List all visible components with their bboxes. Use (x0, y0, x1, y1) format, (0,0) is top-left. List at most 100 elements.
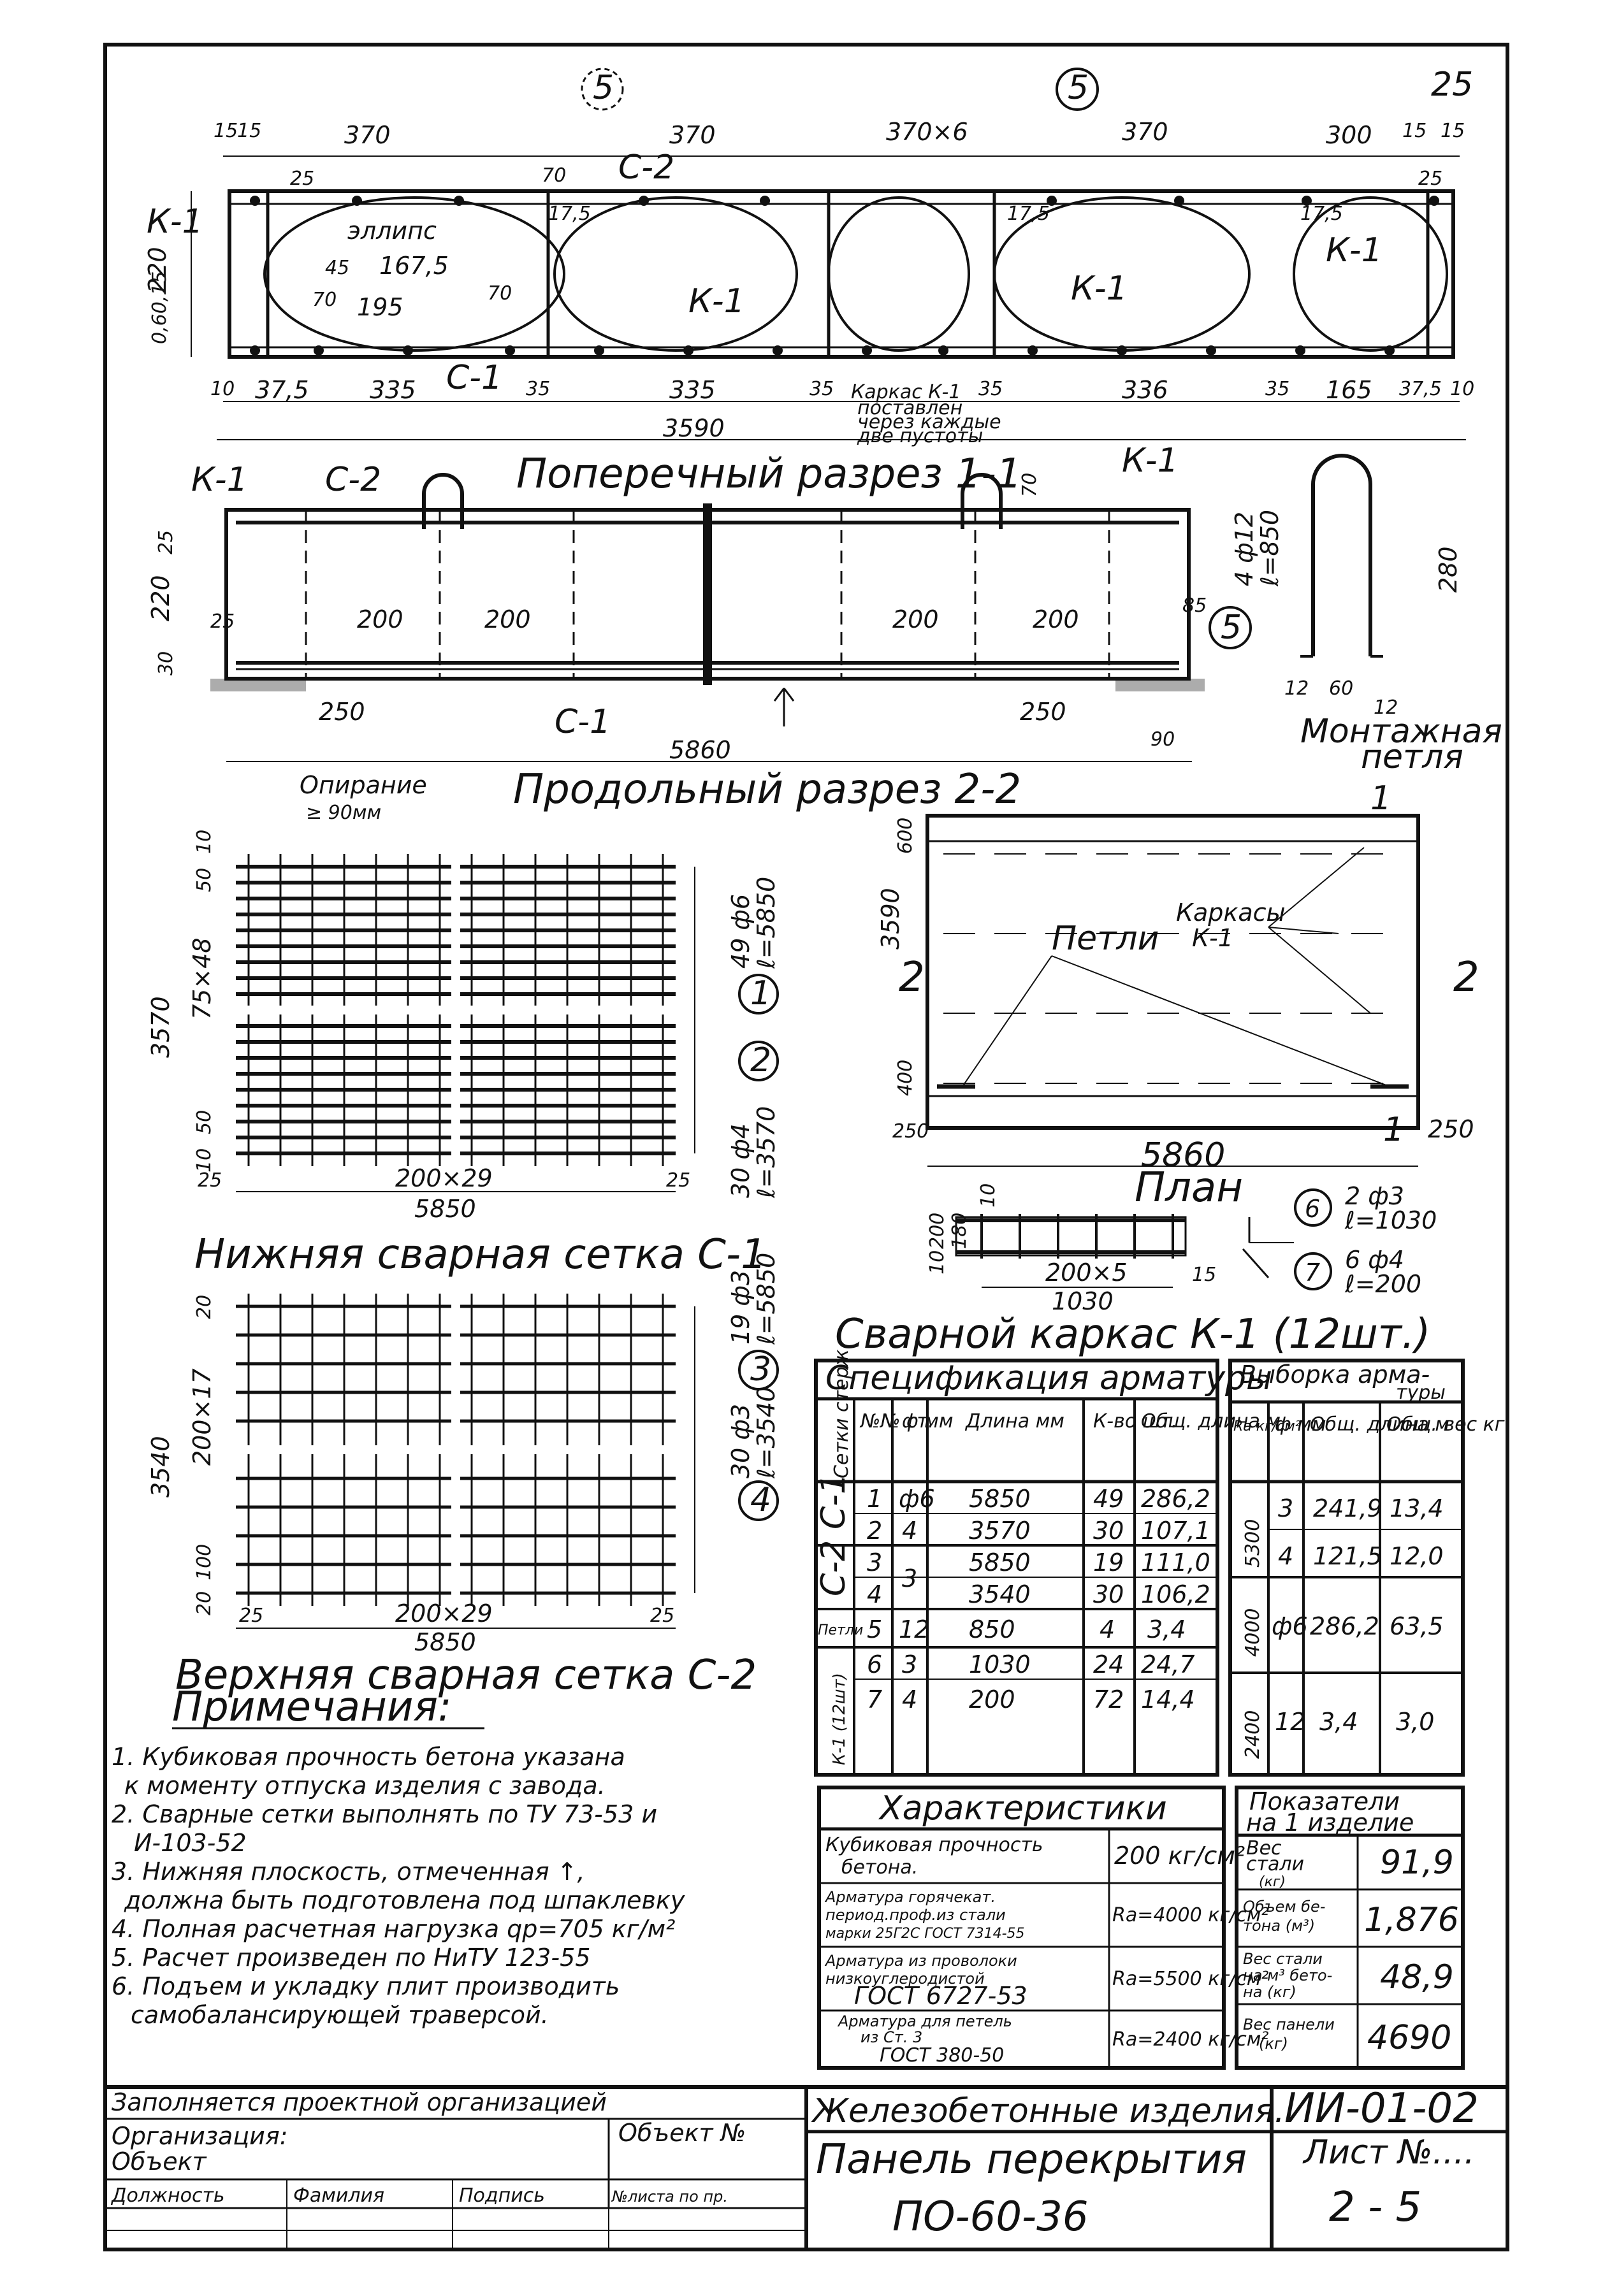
svg-text:С-1: С-1 (815, 1473, 853, 1529)
svg-text:37,5: 37,5 (1399, 378, 1442, 400)
cross-section-outline (228, 189, 1455, 359)
svg-text:370: 370 (344, 121, 391, 149)
svg-text:370: 370 (669, 121, 716, 149)
svg-text:К-1: К-1 (1122, 442, 1179, 480)
svg-text:3: 3 (1278, 1494, 1293, 1522)
series-code: ИИ-01-02 (1284, 2085, 1479, 2132)
svg-text:Лист №....: Лист №.... (1302, 2134, 1475, 2172)
svg-text:2: 2 (1453, 954, 1479, 1001)
svg-text:19 ф3: 19 ф3 (727, 1270, 755, 1345)
svg-text:35: 35 (978, 378, 1003, 400)
svg-text:25: 25 (1418, 168, 1442, 190)
svg-text:3,4: 3,4 (1319, 1708, 1358, 1736)
svg-text:Каркасы: Каркасы (1176, 899, 1286, 927)
svg-text:17,5: 17,5 (1007, 203, 1050, 225)
plan-outline (926, 814, 1420, 1130)
mesh-c2-title: Верхняя сварная сетка С-2 (175, 1652, 757, 1699)
svg-text:1: 1 (1383, 1111, 1404, 1149)
svg-text:5. Расчет произведен по НиТУ 1: 5. Расчет произведен по НиТУ 123-55 (112, 1944, 590, 1972)
svg-text:стали: стали (1246, 1853, 1304, 1875)
void-ellipse (263, 196, 565, 352)
svg-text:Общ. длина м: Общ. длина м (1141, 1410, 1281, 1433)
svg-text:5850: 5850 (414, 1195, 476, 1223)
svg-text:5860: 5860 (1141, 1136, 1225, 1174)
svg-text:400: 400 (894, 1060, 917, 1096)
frame-k1: 200 180 10 10 200×5 1030 15 6 7 2 ф3 ℓ=1… (835, 1182, 1437, 1358)
svg-text:220: 220 (143, 247, 171, 293)
selection-table: Выборка арма- туры Rа кг/см² ф мм Общ. д… (1228, 1359, 1505, 1777)
svg-text:эллипс: эллипс (347, 217, 437, 245)
svg-text:К-1: К-1 (1326, 231, 1383, 270)
svg-text:№листа по пр.: №листа по пр. (611, 2188, 728, 2206)
svg-text:4 ф12: 4 ф12 (1230, 512, 1258, 586)
svg-text:45: 45 (325, 257, 349, 279)
svg-text:на 1 изделие: на 1 изделие (1246, 1809, 1414, 1837)
product-name: Панель перекрытия (816, 2136, 1247, 2183)
svg-text:к моменту отпуска изделия с за: к моменту отпуска изделия с завода. (124, 1772, 606, 1800)
svg-text:К-1: К-1 (1071, 270, 1128, 308)
svg-text:Арматура из проволоки: Арматура из проволоки (824, 1952, 1017, 1970)
svg-text:1,876: 1,876 (1364, 1901, 1459, 1939)
svg-text:100: 100 (193, 1544, 215, 1580)
svg-text:335: 335 (370, 376, 416, 404)
svg-text:70: 70 (542, 164, 566, 187)
svg-text:200 кг/см²: 200 кг/см² (1114, 1842, 1245, 1870)
sheet-number: 2 - 5 (1329, 2184, 1421, 2231)
svg-text:336: 336 (1122, 376, 1168, 404)
svg-text:№№ ст.: №№ ст. (859, 1410, 934, 1433)
svg-text:200×29: 200×29 (395, 1599, 493, 1628)
svg-text:30: 30 (1093, 1580, 1124, 1608)
svg-text:250: 250 (892, 1120, 929, 1143)
svg-text:12: 12 (1374, 697, 1398, 719)
svg-text:тона (м³): тона (м³) (1243, 1917, 1315, 1935)
svg-text:220: 220 (147, 575, 175, 621)
svg-text:49 ф6: 49 ф6 (727, 894, 755, 969)
svg-text:30: 30 (155, 651, 177, 675)
indicators-table: Показатели на 1 изделие Вес стали (кг) 9… (1235, 1786, 1465, 2070)
svg-text:поставлен: поставлен (857, 397, 962, 419)
svg-text:5: 5 (867, 1615, 882, 1643)
svg-text:14,4: 14,4 (1141, 1686, 1195, 1714)
svg-text:15: 15 (1441, 120, 1465, 142)
svg-text:Петли: Петли (1052, 920, 1159, 958)
svg-text:ф мм: ф мм (902, 1410, 953, 1433)
svg-text:К-1: К-1 (191, 461, 248, 499)
svg-text:200×5: 200×5 (1045, 1259, 1128, 1287)
svg-text:Арматура для петель: Арматура для петель (837, 2012, 1012, 2030)
svg-text:3: 3 (867, 1549, 882, 1577)
svg-text:5850: 5850 (414, 1628, 476, 1656)
mesh-c1-callout: 2 (750, 1041, 771, 1079)
svg-text:1030: 1030 (969, 1650, 1031, 1679)
svg-text:200: 200 (926, 1213, 948, 1249)
svg-text:Rа=5500 кг/см²: Rа=5500 кг/см² (1112, 1968, 1268, 1990)
svg-text:4: 4 (867, 1580, 882, 1608)
svg-text:15: 15 (237, 120, 261, 142)
svg-text:К-1: К-1 (147, 203, 203, 241)
svg-text:6. Подъем и укладку плит произ: 6. Подъем и укладку плит производить (112, 1972, 620, 2000)
svg-text:Общ. длина м: Общ. длина м (1310, 1413, 1449, 1436)
svg-text:низкоуглеродистой: низкоуглеродистой (825, 1970, 985, 1988)
svg-text:286,2: 286,2 (1310, 1612, 1379, 1640)
svg-text:ℓ=3540: ℓ=3540 (752, 1387, 780, 1479)
svg-text:Вес стали: Вес стали (1243, 1950, 1323, 1968)
svg-text:12: 12 (1284, 677, 1309, 700)
svg-text:К-1: К-1 (688, 282, 745, 321)
svg-text:107,1: 107,1 (1141, 1517, 1210, 1545)
svg-text:165: 165 (1326, 376, 1372, 404)
svg-text:3570: 3570 (147, 996, 175, 1058)
svg-text:49: 49 (1093, 1485, 1124, 1513)
svg-text:180: 180 (948, 1213, 971, 1249)
svg-text:0,60,15: 0,60,15 (149, 271, 171, 344)
svg-text:ℓ=850: ℓ=850 (1256, 510, 1284, 587)
svg-text:ℓ=3570: ℓ=3570 (752, 1106, 780, 1199)
svg-text:ГОСТ 6727-53: ГОСТ 6727-53 (854, 1982, 1027, 2010)
svg-text:Организация:: Организация: (112, 2122, 288, 2150)
svg-text:4000: 4000 (1242, 1608, 1264, 1657)
svg-text:2: 2 (867, 1517, 882, 1545)
plan-title: План (1135, 1164, 1243, 1211)
svg-text:241,9: 241,9 (1313, 1494, 1383, 1522)
svg-text:С-2: С-2 (618, 148, 674, 187)
svg-text:35: 35 (1265, 378, 1289, 400)
svg-text:850: 850 (969, 1615, 1015, 1643)
